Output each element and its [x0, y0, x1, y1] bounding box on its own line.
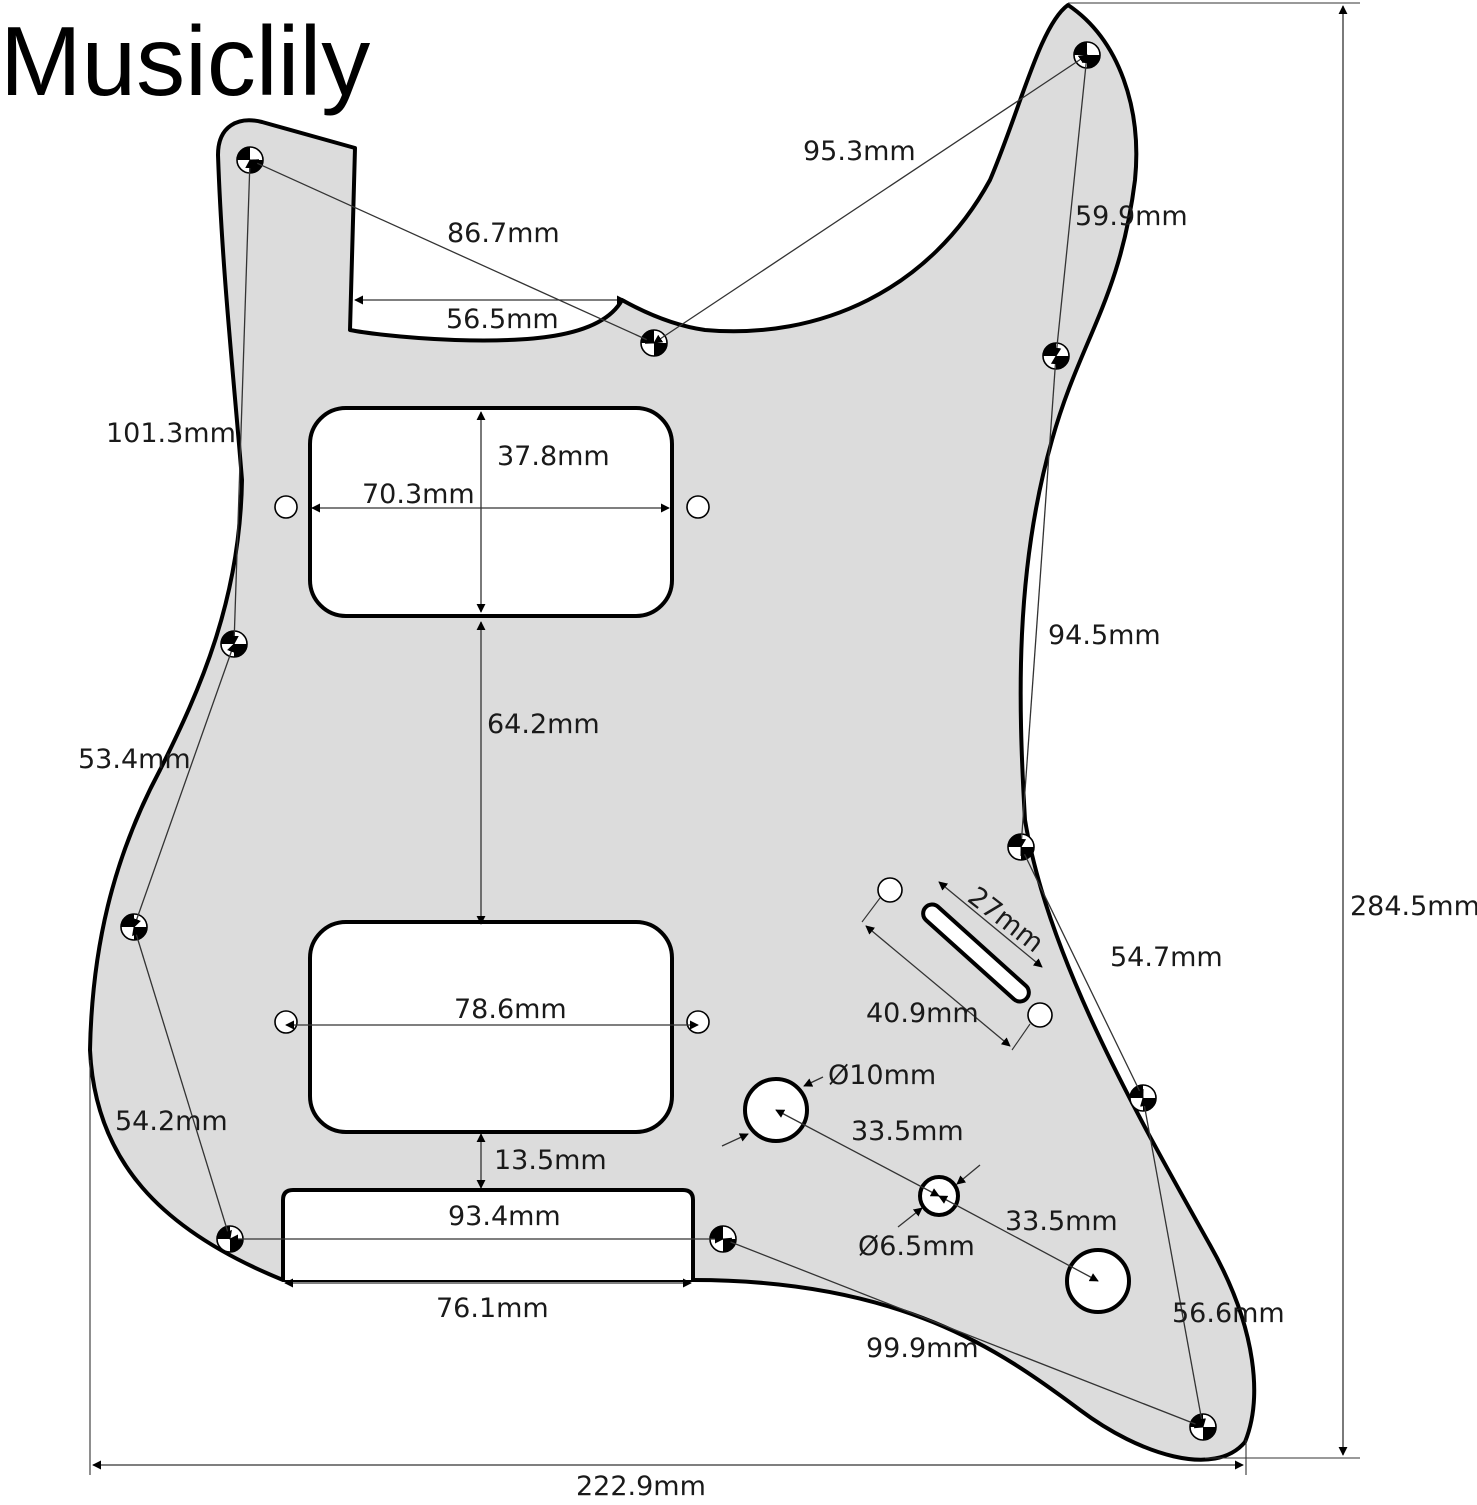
dim-99-9: 99.9mm — [866, 1333, 979, 1364]
dim-95-3: 95.3mm — [803, 136, 916, 167]
dim-101-3: 101.3mm — [106, 418, 236, 449]
dim-94-5: 94.5mm — [1048, 620, 1161, 651]
pickup-screw-hole — [274, 495, 298, 519]
dim-86-7: 86.7mm — [447, 218, 560, 249]
dim-33-5-second: 33.5mm — [1005, 1206, 1118, 1237]
dim-56-6: 56.6mm — [1172, 1298, 1285, 1329]
dim-overall-width: 222.9mm — [576, 1471, 706, 1500]
dim-70-3: 70.3mm — [362, 479, 475, 510]
dimension-lines — [89, 2, 1360, 1475]
mounting-hole-mark — [1043, 343, 1069, 369]
dim-13-5: 13.5mm — [494, 1145, 607, 1176]
switch-screw-hole — [1027, 1002, 1053, 1028]
mounting-hole-mark — [221, 631, 247, 657]
mounting-hole-mark — [1074, 42, 1100, 68]
dim-53-4: 53.4mm — [78, 744, 191, 775]
pickup-screw-hole — [686, 495, 710, 519]
dim-59-9: 59.9mm — [1075, 201, 1188, 232]
neck-humbucker-cutout — [308, 406, 674, 618]
pickup-screw-hole — [686, 1010, 710, 1034]
pickup-screw-hole — [274, 1010, 298, 1034]
brand-logo: Musiclily — [0, 6, 370, 116]
dim-76-1: 76.1mm — [436, 1293, 549, 1324]
dim-diameter-6-5: Ø6.5mm — [858, 1231, 975, 1262]
dim-54-7: 54.7mm — [1110, 942, 1223, 973]
dim-54-2: 54.2mm — [115, 1106, 228, 1137]
dim-diameter-10: Ø10mm — [828, 1060, 936, 1091]
dim-64-2: 64.2mm — [487, 709, 600, 740]
bridge-humbucker-cutout — [308, 920, 674, 1134]
switch-screw-hole — [877, 877, 903, 903]
dim-78-6: 78.6mm — [454, 994, 567, 1025]
dim-56-5: 56.5mm — [446, 304, 559, 335]
dim-overall-height: 284.5mm — [1350, 891, 1477, 922]
dim-40-9: 40.9mm — [866, 998, 979, 1029]
dim-37-8: 37.8mm — [497, 441, 610, 472]
dim-93-4: 93.4mm — [448, 1201, 561, 1232]
dim-33-5-first: 33.5mm — [851, 1116, 964, 1147]
